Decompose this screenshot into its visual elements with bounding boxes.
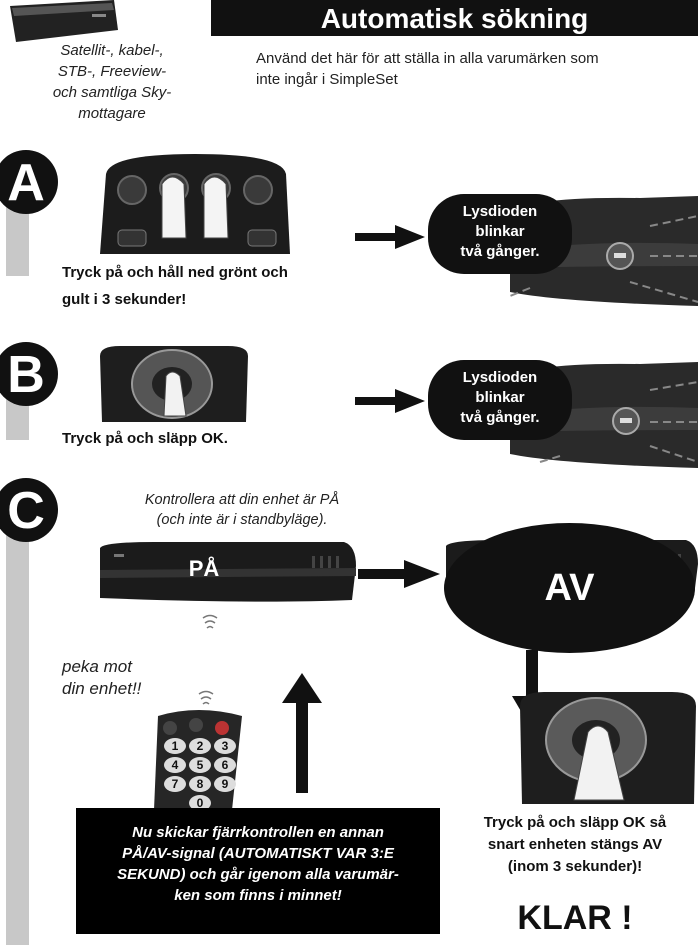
device-off-bubble: AV xyxy=(444,523,695,653)
keypad-key: 5 xyxy=(189,757,211,773)
keypad-key: 3 xyxy=(214,738,236,754)
ir-signal-icon xyxy=(198,690,214,705)
receiver-thumbnail-icon xyxy=(10,0,118,42)
step-c-rail xyxy=(6,520,29,945)
page-title: Automatisk sökning xyxy=(211,0,698,36)
receiver-on-icon xyxy=(100,542,356,602)
step-a-instruction: Tryck på och håll ned grönt och gult i 3… xyxy=(62,262,362,311)
device-caption-line: Satellit-, kabel-, xyxy=(60,42,164,59)
device-caption: Satellit-, kabel-, STB-, Freeview- och s… xyxy=(20,40,204,124)
info-box: Nu skickar fjärrkontrollen en annan PÅ/A… xyxy=(76,808,440,934)
step-a-instruction-line: Tryck på och håll ned grönt och xyxy=(62,264,288,281)
arrow-right-icon xyxy=(355,389,425,413)
final-instruction: Tryck på och släpp OK så snart enheten s… xyxy=(483,814,667,875)
led-blink-bubble: Lysdioden blinkar två gånger. xyxy=(428,360,572,440)
device-on-label: PÅ xyxy=(188,556,220,581)
device-caption-line: och samtliga Sky- xyxy=(52,84,172,101)
step-c-note: Kontrollera att din enhet är PÅ (och int… xyxy=(144,492,340,528)
device-caption-line: mottagare xyxy=(78,105,146,122)
step-a-badge: A xyxy=(0,150,58,214)
keypad-key: 8 xyxy=(189,776,211,792)
keypad-key: 6 xyxy=(214,757,236,773)
remote-ok-button-icon xyxy=(520,692,696,804)
keypad-key: 9 xyxy=(214,776,236,792)
step-b-badge: B xyxy=(0,342,58,406)
point-at-device-note: peka mot din enhet!! xyxy=(62,657,142,698)
arrow-up-icon xyxy=(282,673,322,793)
led-blink-bubble: Lysdioden blinkar två gånger. xyxy=(428,194,572,274)
keypad-key: 4 xyxy=(164,757,186,773)
remote-keypad: 1 2 3 4 5 6 7 8 9 0 xyxy=(160,738,240,811)
ir-signal-icon xyxy=(202,614,218,629)
device-caption-line: STB-, Freeview- xyxy=(57,63,167,80)
arrow-right-icon xyxy=(355,225,425,249)
step-a-instruction-line: gult i 3 sekunder! xyxy=(62,291,187,308)
arrow-right-icon xyxy=(358,560,440,588)
subtitle-line: Använd det här för att ställa in alla va… xyxy=(256,50,599,67)
remote-color-buttons-icon xyxy=(100,154,290,254)
keypad-key: 0 xyxy=(189,795,211,811)
done-label: KLAR ! xyxy=(517,899,633,937)
subtitle: Använd det här för att ställa in alla va… xyxy=(256,48,696,90)
remote-ok-button-icon xyxy=(100,346,248,422)
step-b-instruction: Tryck på och släpp OK. xyxy=(62,430,228,447)
keypad-key: 1 xyxy=(164,738,186,754)
keypad-key: 7 xyxy=(164,776,186,792)
keypad-key: 2 xyxy=(189,738,211,754)
subtitle-line: inte ingår i SimpleSet xyxy=(256,71,398,88)
step-c-badge: C xyxy=(0,478,58,542)
